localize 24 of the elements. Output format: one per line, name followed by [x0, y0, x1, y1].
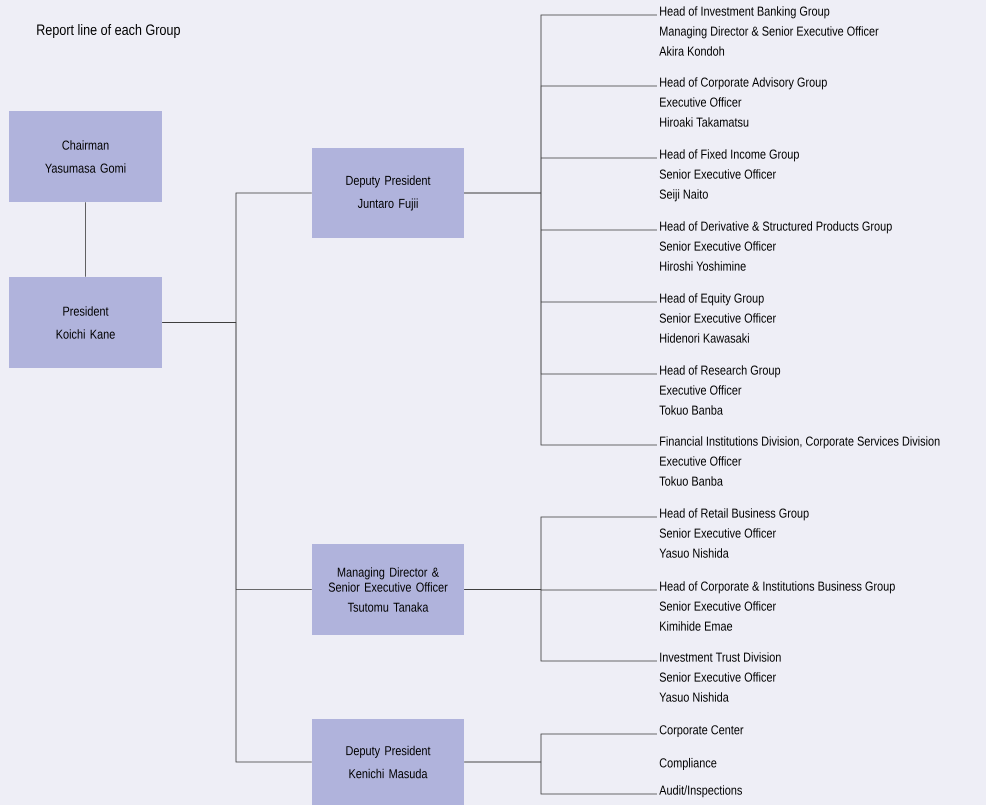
position-text: Compliance: [660, 758, 716, 770]
position-text: Audit/Inspections: [659, 785, 742, 798]
chart-title: Report line of each Group: [37, 24, 180, 38]
org-box: President Koichi Kane: [9, 277, 162, 368]
position-text: Head of Corporate & Institutions Business Group Senior Executive Officer Kimihide Emae: [660, 581, 895, 631]
position-text: Head of Investment Banking Group Managing Director & Senior Executive Officer Akira Kondoh: [659, 6, 878, 56]
position-text: Financial Institutions Division, Corporate Services Division Executive Officer Tokuo Banba: [659, 436, 940, 486]
position-text: Head of Research Group Executive Officer Tokuo Banba: [659, 365, 780, 415]
position-text: Head of Retail Business Group Senior Executive Officer Yasuo Nishida: [659, 508, 809, 558]
org-box: Chairman Yasumasa Gomi: [9, 111, 162, 202]
position-text: Head of Fixed Income Group Senior Executive Officer Seiji Naito: [660, 149, 799, 202]
connector-line: [464, 589, 658, 662]
org-box: Managing Director & Senior Executive Officer Tsutomu Tanaka: [312, 544, 464, 635]
position-text: Corporate Center: [660, 725, 744, 737]
connector-line: [464, 762, 658, 794]
org-box: Deputy President Kenichi Masuda: [312, 719, 464, 805]
position-text: Head of Derivative & Structured Products Group Senior Executive Officer Hiroshi Yoshimine: [660, 221, 892, 271]
connector-line: [162, 322, 312, 762]
position-text: Investment Trust Division Senior Executive Officer Yasuo Nishida: [659, 652, 781, 702]
position-text: Head of Equity Group Senior Executive Officer Hidenori Kawasaki: [660, 293, 776, 343]
connector-line: [85, 202, 86, 278]
org-box: Deputy President Juntaro Fujii: [312, 148, 464, 238]
position-text: Head of Corporate Advisory Group Executive Officer Hiroaki Takamatsu: [660, 77, 827, 127]
connector-line: [464, 192, 658, 446]
